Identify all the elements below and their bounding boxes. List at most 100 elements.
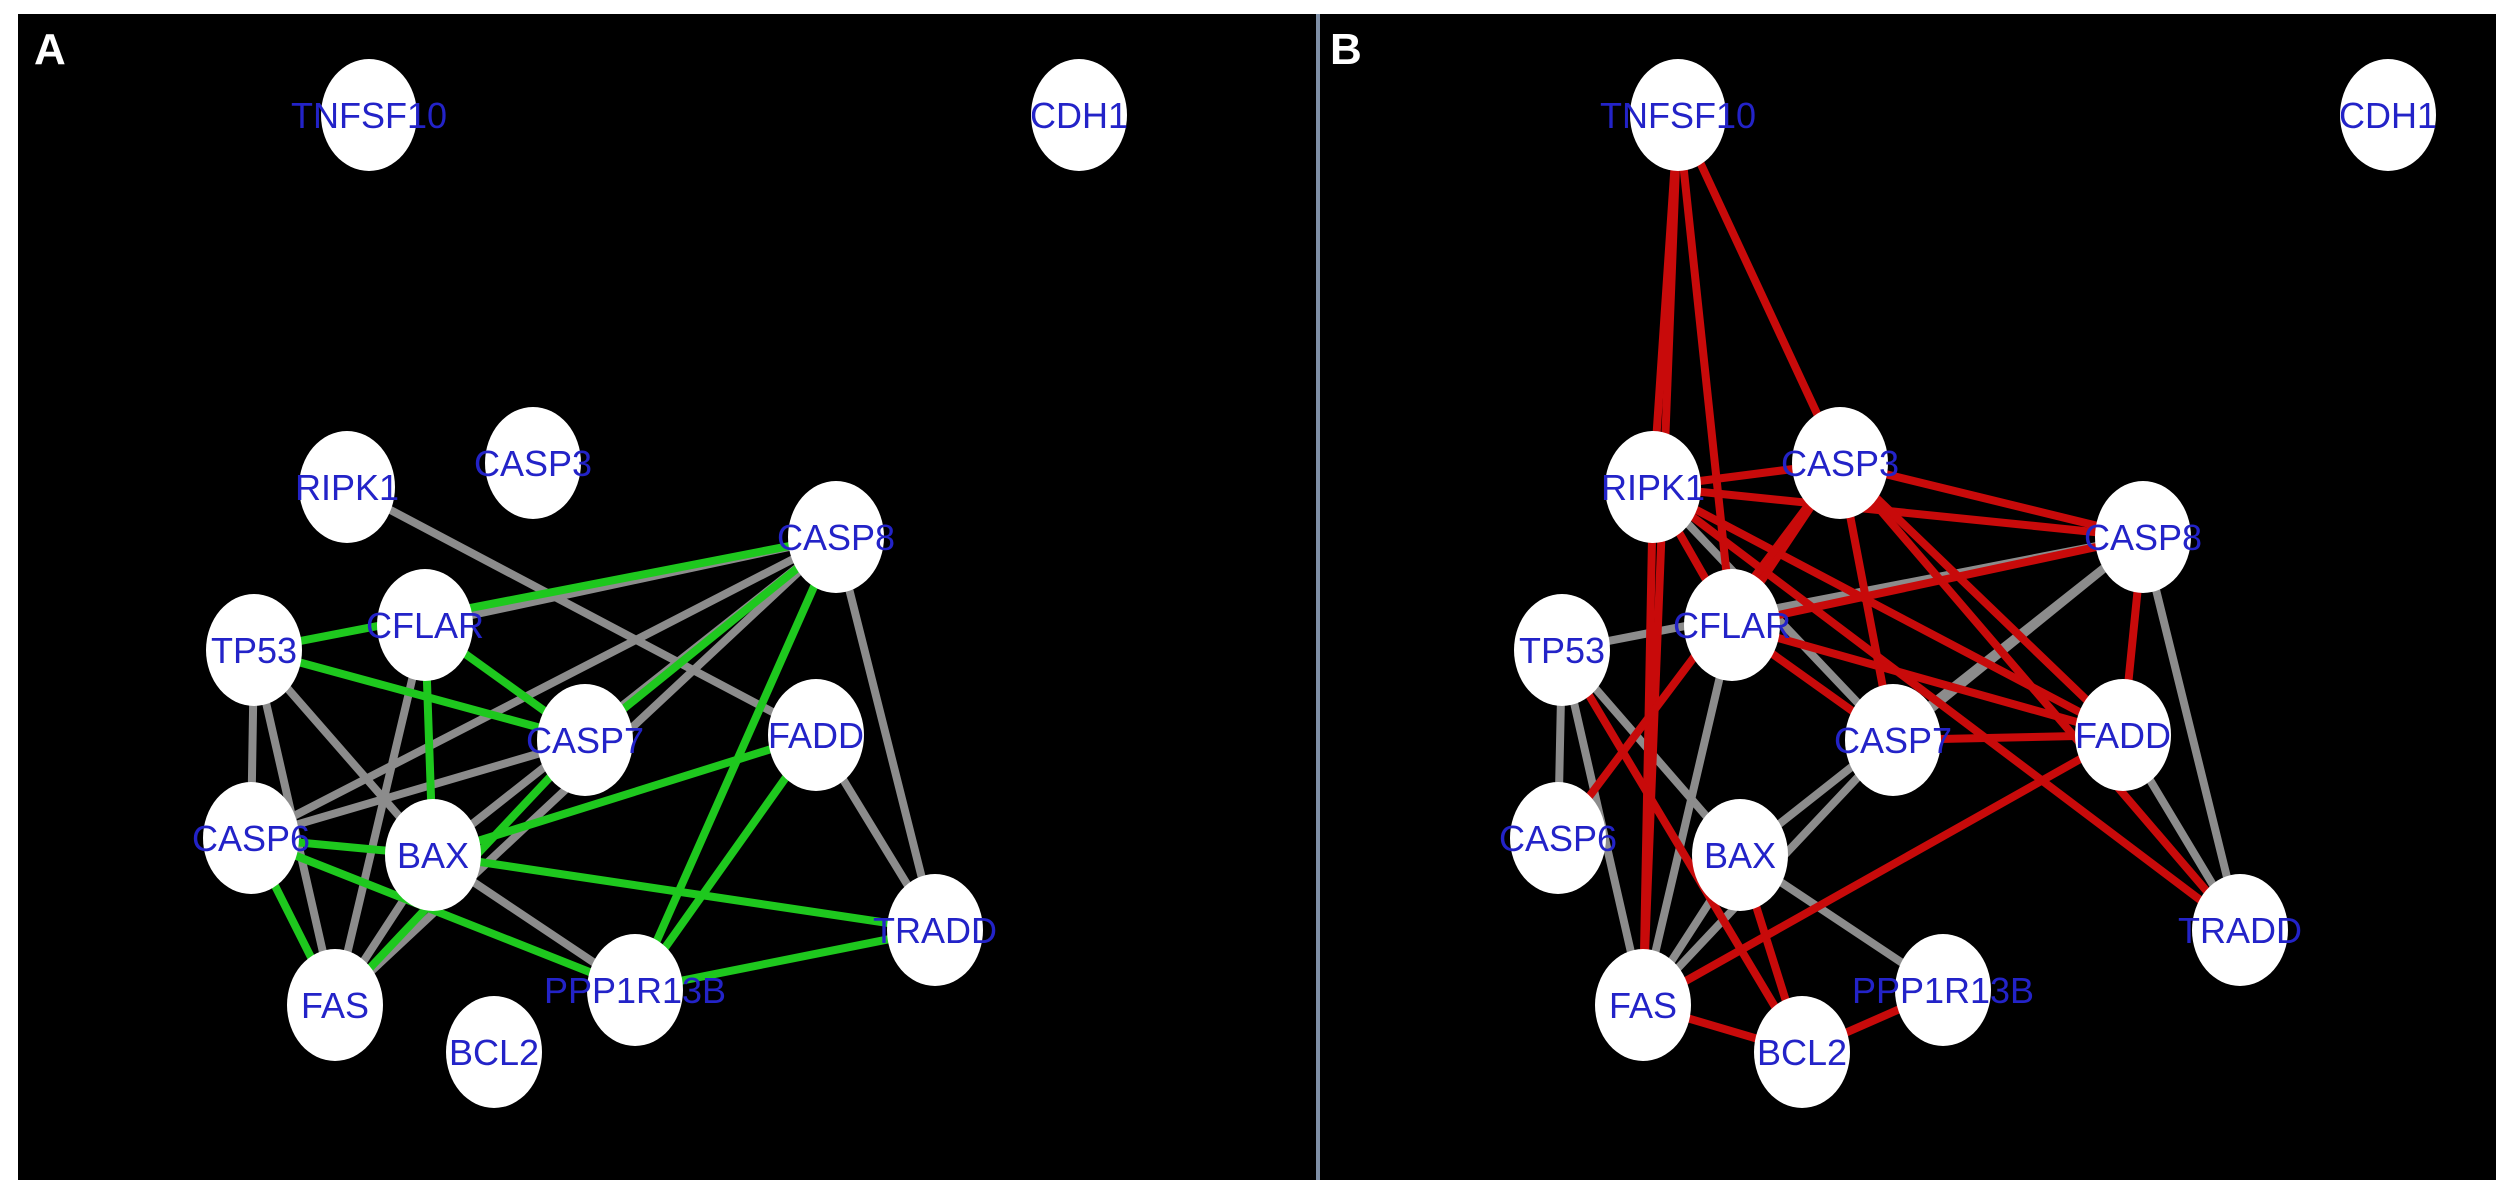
node-tp53[interactable]: TP53 [206, 594, 302, 706]
node-bax[interactable]: BAX [1692, 799, 1788, 911]
node-circle [1630, 59, 1726, 171]
edge-cflar-fadd [1728, 621, 2127, 739]
node-label: CASP6 [192, 818, 310, 859]
node-fadd[interactable]: FADD [768, 679, 864, 791]
node-tnfsf10[interactable]: TNFSF10 [291, 59, 447, 171]
node-circle [385, 799, 481, 911]
node-label: CASP8 [2084, 517, 2202, 558]
node-cdh1[interactable]: CDH1 [1030, 59, 1128, 171]
node-casp3[interactable]: CASP3 [1781, 407, 1899, 519]
edge-casp8-tradd [2139, 533, 2244, 934]
edge-ripk1-fas [1639, 483, 1657, 1009]
node-label: RIPK1 [1601, 467, 1705, 508]
node-label: BCL2 [449, 1032, 539, 1073]
node-label: TNFSF10 [291, 95, 447, 136]
node-casp3[interactable]: CASP3 [474, 407, 592, 519]
node-label: TNFSF10 [1600, 95, 1756, 136]
edge-casp8-bax [1736, 533, 2147, 859]
node-circle [1605, 431, 1701, 543]
node-casp8[interactable]: CASP8 [2084, 481, 2202, 593]
edge-casp8-casp7 [581, 533, 840, 744]
node-ripk1[interactable]: RIPK1 [295, 431, 399, 543]
node-ppp1r13b[interactable]: PPP1R13B [544, 934, 726, 1046]
node-label: CASP3 [474, 443, 592, 484]
edge-ppp1r13b-tradd [631, 926, 939, 994]
node-casp7[interactable]: CASP7 [1834, 684, 1952, 796]
edge-tp53-bcl2 [1558, 646, 1806, 1056]
edge-tp53-casp7 [250, 646, 589, 744]
node-label: PPP1R13B [544, 970, 726, 1011]
node-circle [768, 679, 864, 791]
edge-casp8-tradd [832, 533, 939, 934]
node-circle [537, 684, 633, 796]
node-casp6[interactable]: CASP6 [192, 782, 310, 894]
node-circle [2340, 59, 2436, 171]
node-label: CDH1 [1030, 95, 1128, 136]
node-ripk1[interactable]: RIPK1 [1601, 431, 1705, 543]
node-circle [377, 569, 473, 681]
node-label: FAS [301, 985, 369, 1026]
node-bcl2[interactable]: BCL2 [1754, 996, 1850, 1108]
node-label: TRADD [873, 910, 997, 951]
edge-ripk1-casp8 [1649, 483, 2147, 541]
node-label: FADD [2075, 715, 2171, 756]
node-tradd[interactable]: TRADD [873, 874, 997, 986]
node-label: CASP3 [1781, 443, 1899, 484]
node-cflar[interactable]: CFLAR [1673, 569, 1791, 681]
node-circle [587, 934, 683, 1046]
node-label: TP53 [1519, 630, 1605, 671]
node-casp7[interactable]: CASP7 [526, 684, 644, 796]
node-tradd[interactable]: TRADD [2178, 874, 2302, 986]
node-label: TRADD [2178, 910, 2302, 951]
node-circle [1792, 407, 1888, 519]
node-label: PPP1R13B [1852, 970, 2034, 1011]
node-label: BCL2 [1757, 1032, 1847, 1073]
node-circle [299, 431, 395, 543]
node-fas[interactable]: FAS [287, 949, 383, 1061]
node-label: CASP6 [1499, 818, 1617, 859]
node-circle [485, 407, 581, 519]
node-ppp1r13b[interactable]: PPP1R13B [1852, 934, 2034, 1046]
node-label: TP53 [211, 630, 297, 671]
node-tp53[interactable]: TP53 [1514, 594, 1610, 706]
node-circle [1692, 799, 1788, 911]
edge-cflar-fas [1639, 621, 1736, 1009]
edge-bax-fadd [429, 731, 820, 859]
node-bcl2[interactable]: BCL2 [446, 996, 542, 1108]
edge-casp3-casp8 [1836, 459, 2147, 541]
node-circle [1895, 934, 1991, 1046]
node-circle [2075, 679, 2171, 791]
edge-ripk1-fadd [1649, 483, 2127, 739]
node-circle [2192, 874, 2288, 986]
node-tnfsf10[interactable]: TNFSF10 [1600, 59, 1756, 171]
node-label: CASP8 [777, 517, 895, 558]
node-label: CFLAR [1673, 605, 1791, 646]
node-label: RIPK1 [295, 467, 399, 508]
edge-casp6-ppp1r13b [247, 834, 639, 994]
node-bax[interactable]: BAX [385, 799, 481, 911]
node-circle [1595, 949, 1691, 1061]
node-label: CASP7 [1834, 720, 1952, 761]
node-cdh1[interactable]: CDH1 [2339, 59, 2437, 171]
node-casp6[interactable]: CASP6 [1499, 782, 1617, 894]
node-cflar[interactable]: CFLAR [366, 569, 484, 681]
panel-a-label: A [34, 25, 66, 74]
node-label: BAX [397, 835, 469, 876]
edge-tp53-casp8 [250, 533, 840, 654]
edge-casp3-fadd [1836, 459, 2127, 739]
node-casp8[interactable]: CASP8 [777, 481, 895, 593]
node-label: BAX [1704, 835, 1776, 876]
node-circle [788, 481, 884, 593]
node-circle [287, 949, 383, 1061]
panel-b-label: B [1330, 25, 1362, 74]
edge-bax-tradd [429, 851, 939, 934]
node-fas[interactable]: FAS [1595, 949, 1691, 1061]
edge-ripk1-tradd [1649, 483, 2244, 934]
node-fadd[interactable]: FADD [2075, 679, 2171, 791]
node-label: CFLAR [366, 605, 484, 646]
node-circle [1684, 569, 1780, 681]
